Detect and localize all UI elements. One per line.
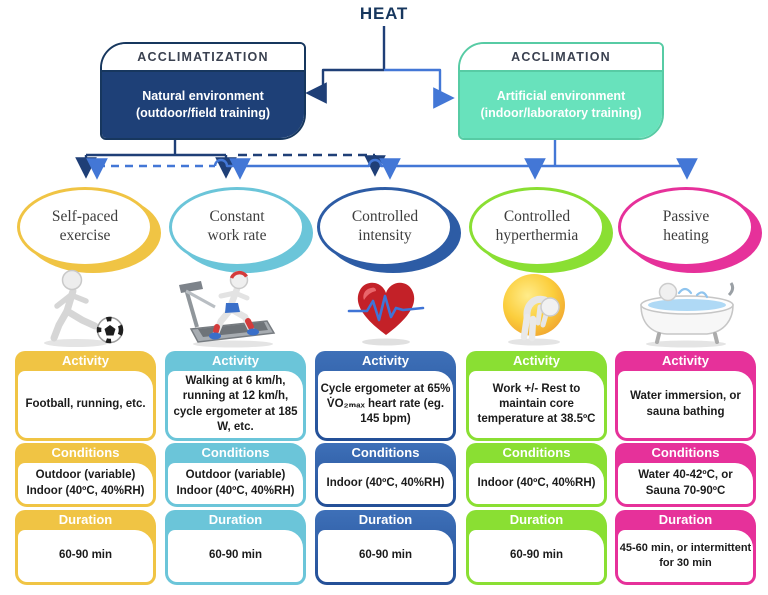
- activity-band-label: Activity: [513, 353, 560, 368]
- duration-band-label: Duration: [58, 512, 113, 527]
- passive-heating-activity-text: Water immersion, or sauna bathing: [618, 371, 753, 438]
- acclimation-header-label: ACCLIMATION: [460, 44, 662, 72]
- duration-band-label: Duration: [658, 512, 713, 527]
- passive-heating-conditions-block: Conditions Water 40-42ºC, or Sauna 70-90…: [615, 443, 756, 507]
- controlled-hyperthermia-duration-block: Duration 60-90 min: [466, 510, 607, 585]
- passive-heating-duration-block: Duration 45-60 min, or intermittent for …: [615, 510, 756, 585]
- self-paced-activity-block: Activity Football, running, etc.: [15, 351, 156, 441]
- self-paced-activity-text: Football, running, etc.: [18, 371, 153, 438]
- acclimation-box: ACCLIMATION Artificial environment (indo…: [458, 42, 664, 140]
- heart-ecg-image: [315, 262, 456, 349]
- oval-controlled-hyperthermia: Controlled hyperthermia: [469, 187, 605, 267]
- acclimatization-body-text: Natural environment (outdoor/field train…: [102, 72, 304, 138]
- oval-constant-work-rate: Constant work rate: [169, 187, 305, 267]
- treadmill-runner-image: [165, 262, 306, 349]
- controlled-hyperthermia-conditions-text: Indoor (40ºC, 40%RH): [469, 463, 604, 504]
- oval-label: Passive heating: [618, 187, 754, 267]
- conditions-band-label: Conditions: [51, 445, 120, 460]
- controlled-hyperthermia-activity-block: Activity Work +/- Rest to maintain core …: [466, 351, 607, 441]
- duration-band-label: Duration: [358, 512, 413, 527]
- constant-work-rate-activity-block: Activity Walking at 6 km/h, running at 1…: [165, 351, 306, 441]
- duration-band-label: Duration: [208, 512, 263, 527]
- activity-band-label: Activity: [362, 353, 409, 368]
- conditions-band-label: Conditions: [502, 445, 571, 460]
- conditions-band-label: Conditions: [201, 445, 270, 460]
- self-paced-duration-text: 60-90 min: [18, 530, 153, 582]
- acclimatization-box: ACCLIMATIZATION Natural environment (out…: [100, 42, 306, 140]
- controlled-hyperthermia-duration-text: 60-90 min: [469, 530, 604, 582]
- passive-heating-duration-text: 45-60 min, or intermittent for 30 min: [618, 530, 753, 582]
- controlled-intensity-activity-text: Cycle ergometer at 65% V̇O₂ₘₐₓ heart rat…: [318, 371, 453, 438]
- self-paced-duration-block: Duration 60-90 min: [15, 510, 156, 585]
- duration-band-label: Duration: [509, 512, 564, 527]
- acclimation-body-text: Artificial environment (indoor/laborator…: [460, 72, 662, 138]
- oval-label: Controlled hyperthermia: [469, 187, 605, 267]
- controlled-intensity-conditions-text: Indoor (40ºC, 40%RH): [318, 463, 453, 504]
- oval-label: Constant work rate: [169, 187, 305, 267]
- constant-work-rate-activity-text: Walking at 6 km/h, running at 12 km/h, c…: [168, 371, 303, 438]
- blue-connectors: [86, 68, 698, 180]
- passive-heating-activity-block: Activity Water immersion, or sauna bathi…: [615, 351, 756, 441]
- constant-work-rate-conditions-text: Outdoor (variable) Indoor (40ºC, 40%RH): [168, 463, 303, 504]
- conditions-band-label: Conditions: [351, 445, 420, 460]
- constant-work-rate-duration-text: 60-90 min: [168, 530, 303, 582]
- soccer-player-image: [15, 262, 156, 349]
- self-paced-conditions-text: Outdoor (variable) Indoor (40ºC, 40%RH): [18, 463, 153, 504]
- controlled-intensity-conditions-block: Conditions Indoor (40ºC, 40%RH): [315, 443, 456, 507]
- controlled-intensity-duration-text: 60-90 min: [318, 530, 453, 582]
- controlled-intensity-duration-block: Duration 60-90 min: [315, 510, 456, 585]
- activity-band-label: Activity: [62, 353, 109, 368]
- controlled-hyperthermia-activity-text: Work +/- Rest to maintain core temperatu…: [469, 371, 604, 438]
- self-paced-conditions-block: Conditions Outdoor (variable) Indoor (40…: [15, 443, 156, 507]
- activity-band-label: Activity: [212, 353, 259, 368]
- overheated-figure-image: [466, 262, 607, 349]
- bathtub-image: [615, 262, 756, 349]
- oval-label: Controlled intensity: [317, 187, 453, 267]
- oval-passive-heating: Passive heating: [618, 187, 754, 267]
- activity-band-label: Activity: [662, 353, 709, 368]
- oval-controlled-intensity: Controlled intensity: [317, 187, 453, 267]
- acclimatization-header-label: ACCLIMATIZATION: [102, 44, 304, 72]
- controlled-intensity-activity-block: Activity Cycle ergometer at 65% V̇O₂ₘₐₓ …: [315, 351, 456, 441]
- oval-self-paced-exercise: Self-paced exercise: [17, 187, 153, 267]
- constant-work-rate-conditions-block: Conditions Outdoor (variable) Indoor (40…: [165, 443, 306, 507]
- controlled-hyperthermia-conditions-block: Conditions Indoor (40ºC, 40%RH): [466, 443, 607, 507]
- diagram-title: HEAT: [359, 4, 409, 23]
- oval-label: Self-paced exercise: [17, 187, 153, 267]
- conditions-band-label: Conditions: [651, 445, 720, 460]
- passive-heating-conditions-text: Water 40-42ºC, or Sauna 70-90ºC: [618, 463, 753, 504]
- constant-work-rate-duration-block: Duration 60-90 min: [165, 510, 306, 585]
